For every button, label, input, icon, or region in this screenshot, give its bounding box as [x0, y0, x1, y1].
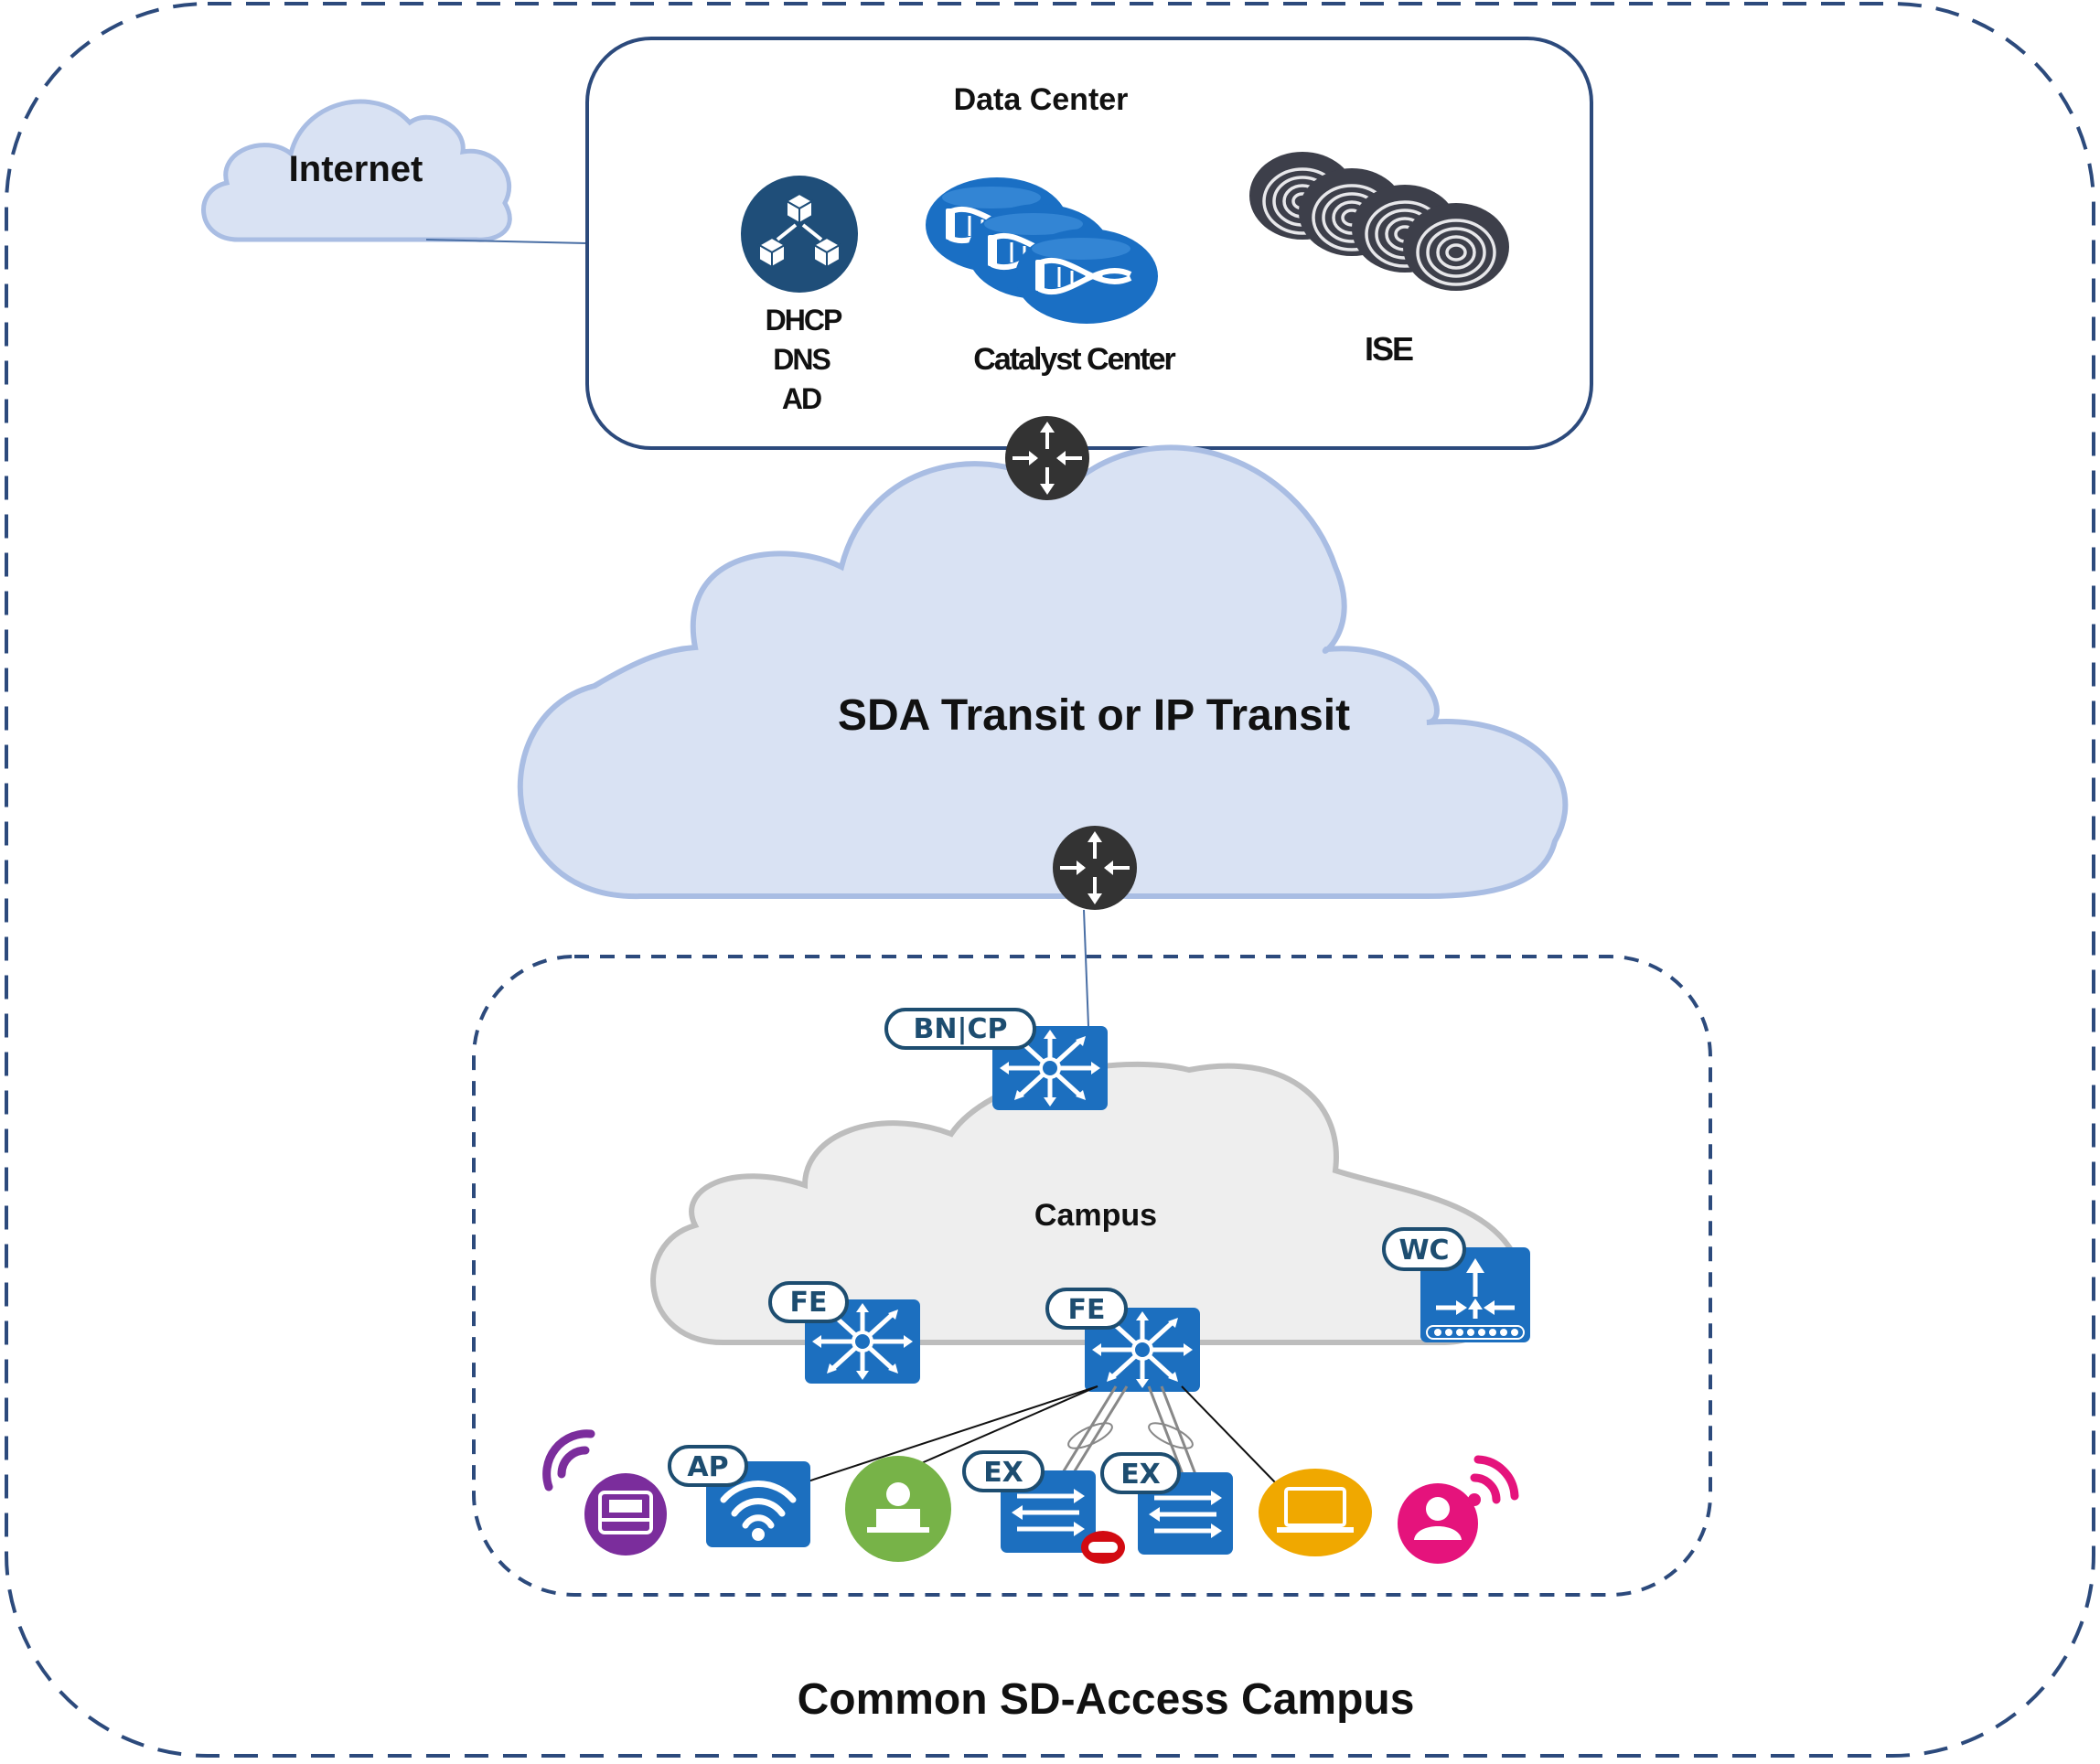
svg-text:WC: WC — [1398, 1235, 1449, 1267]
ex-right-tag: EX — [1100, 1452, 1181, 1494]
svg-text:FE: FE — [790, 1287, 828, 1319]
internet-label: Internet — [289, 149, 423, 189]
extended-node-switch-left — [1001, 1470, 1125, 1564]
transit-to-border-link — [1083, 909, 1089, 1027]
services-label-dns: DNS — [773, 343, 830, 376]
svg-text:EX: EX — [983, 1457, 1023, 1489]
wireless-user-icon — [1398, 1455, 1519, 1564]
catalyst-center-label: Catalyst Center — [973, 342, 1175, 377]
services-label-dhcp: DHCP — [766, 304, 842, 337]
transit-label: SDA Transit or IP Transit — [838, 691, 1350, 740]
campus-frame — [472, 955, 1712, 1597]
router-icon-campus-edge — [1051, 824, 1139, 912]
svg-text:AP: AP — [687, 1451, 728, 1483]
svg-text:EX: EX — [1120, 1459, 1161, 1491]
services-label-ad: AD — [782, 382, 821, 415]
fe-left-tag: FE — [768, 1281, 849, 1323]
outer-campus-frame — [5, 2, 2095, 1758]
internet-cloud: Internet — [201, 99, 512, 242]
svg-text:BN|CP: BN|CP — [914, 1013, 1008, 1045]
fe-center-tag: FE — [1045, 1288, 1128, 1330]
svg-text:FE: FE — [1068, 1294, 1106, 1326]
router-icon-datacenter — [1003, 414, 1091, 502]
frame-label: Common SD-Access Campus — [798, 1675, 1415, 1724]
fe-downlinks — [793, 1385, 1277, 1487]
bncp-tag: BN|CP — [884, 1008, 1036, 1050]
laptop-icon — [1259, 1469, 1372, 1556]
user-laptop-icon — [845, 1456, 951, 1562]
ap-tag: AP — [668, 1445, 748, 1487]
ex-left-tag: EX — [962, 1450, 1045, 1492]
data-center-title: Data Center — [954, 82, 1129, 117]
internet-link — [425, 239, 588, 244]
ise-label: ISE — [1365, 330, 1413, 368]
campus-label: Campus — [1034, 1198, 1157, 1233]
network-services-icon — [741, 176, 858, 293]
wireless-controller-icon — [1420, 1247, 1530, 1342]
transit-cloud: SDA Transit or IP Transit — [517, 444, 1569, 900]
wireless-printer-icon — [542, 1429, 667, 1556]
wc-tag: WC — [1382, 1227, 1466, 1271]
